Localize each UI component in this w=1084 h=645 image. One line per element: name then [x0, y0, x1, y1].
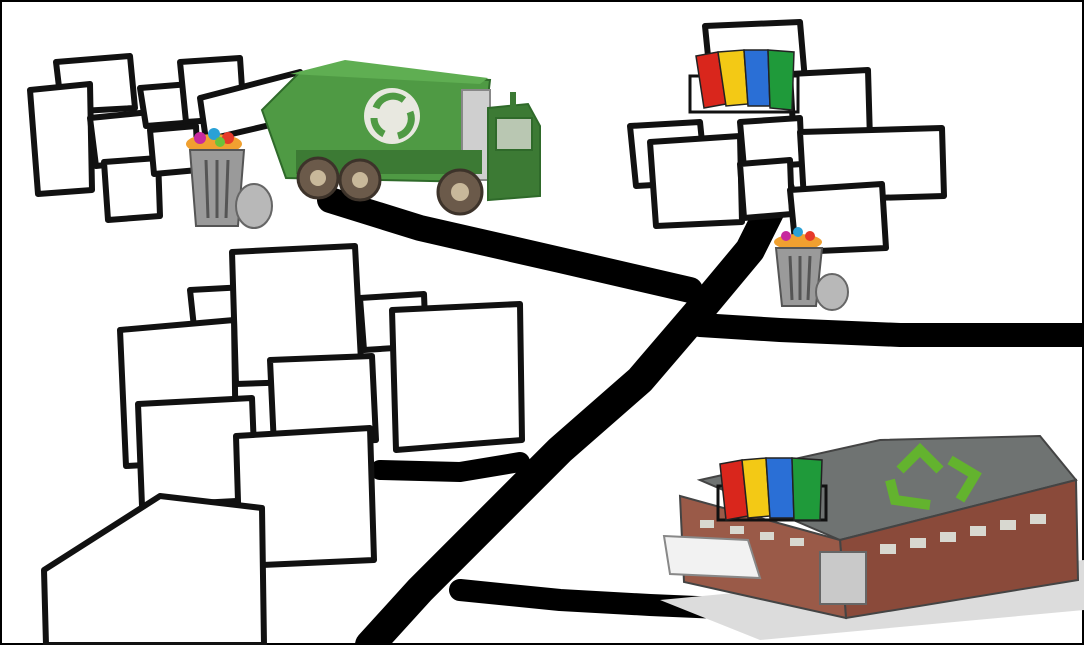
recycling-bins-icon: [718, 458, 826, 520]
road-main: [330, 200, 690, 290]
recycling-bins-icon: [690, 50, 798, 112]
recycle-symbol-icon: [364, 88, 420, 144]
road-east-branch: [700, 325, 1084, 335]
recycling-plant-icon: [660, 436, 1084, 640]
garbage-truck-icon: [262, 60, 540, 214]
road-west-branch: [380, 462, 520, 472]
trash-can-icon: [186, 128, 272, 228]
